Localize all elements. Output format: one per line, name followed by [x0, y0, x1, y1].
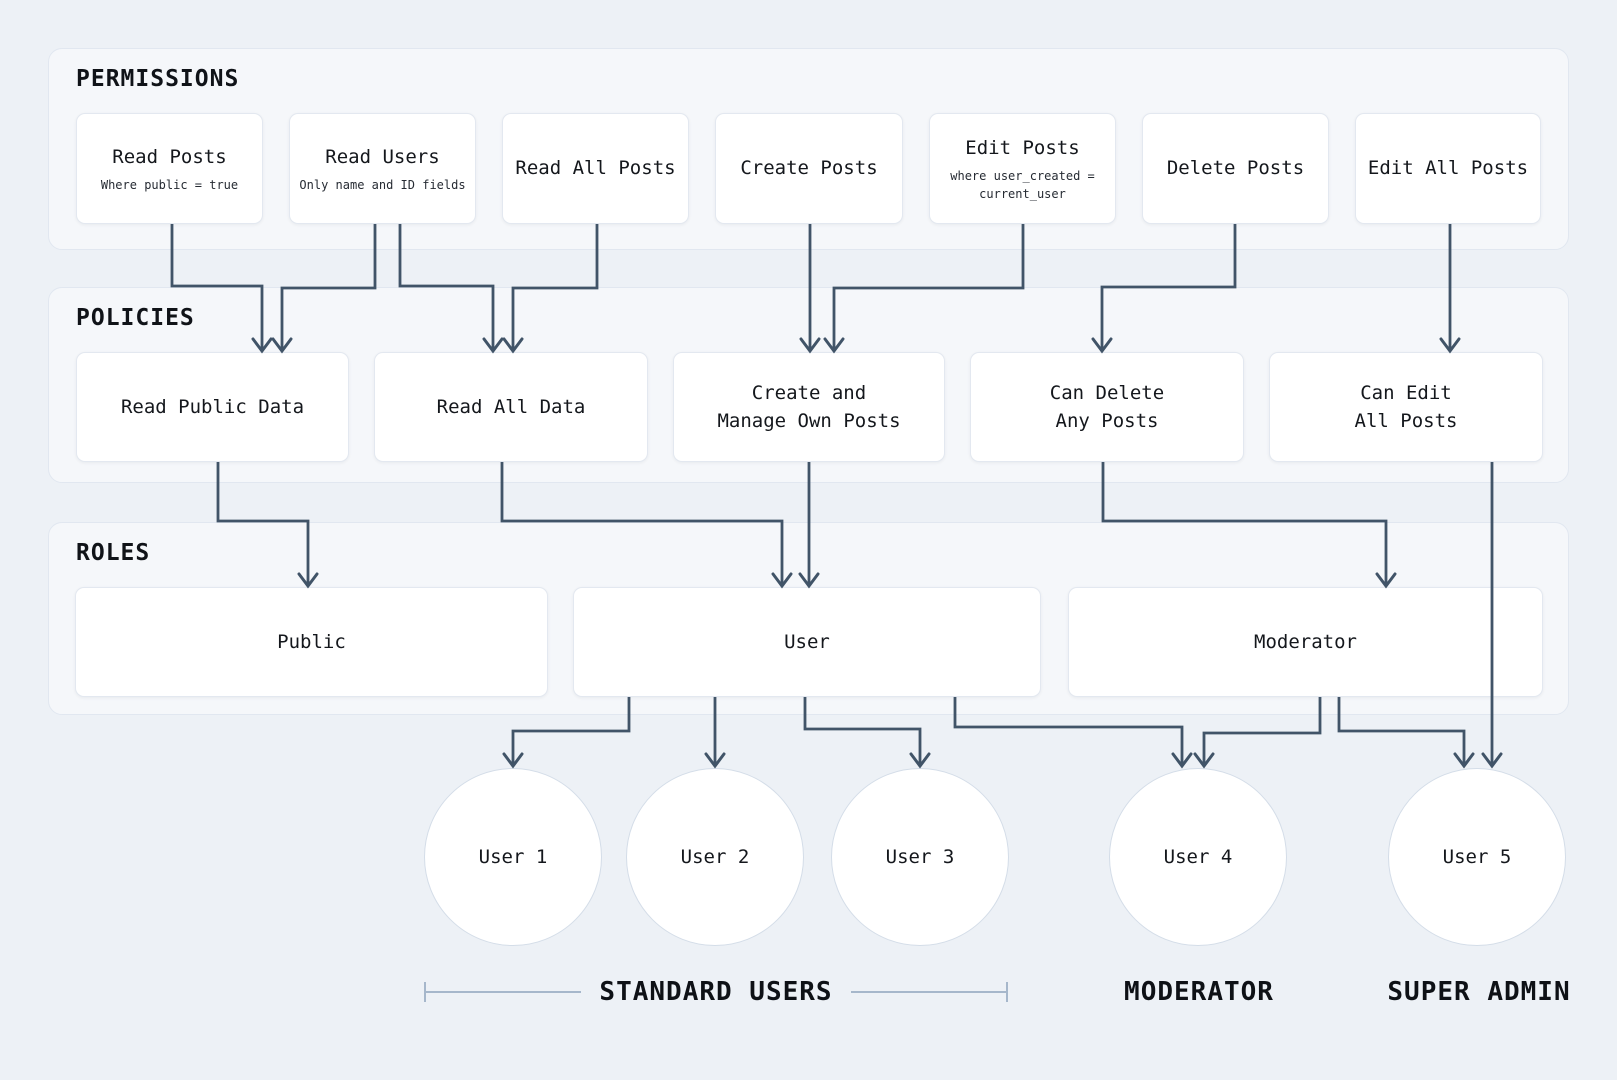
permission-condition: where user_created = current_user — [950, 169, 1095, 201]
permission-box-delete-posts: Delete Posts — [1142, 113, 1329, 224]
permission-condition: Only name and ID fields — [299, 178, 466, 193]
role-label: Public — [277, 630, 346, 653]
user-circle-3: User 3 — [831, 768, 1009, 946]
policy-label: Create and Manage Own Posts — [717, 381, 901, 433]
permission-box-read-posts: Read Posts Where public = true — [76, 113, 263, 224]
permission-box-edit-posts: Edit Posts where user_created = current_… — [929, 113, 1116, 224]
policy-box-read-all-data: Read All Data — [374, 352, 648, 462]
permission-box-edit-all-posts: Edit All Posts — [1355, 113, 1541, 224]
permission-label: Read All Posts — [515, 157, 676, 180]
role-box-user: User — [573, 587, 1041, 697]
policy-label: Read Public Data — [120, 395, 305, 418]
role-box-public: Public — [75, 587, 548, 697]
group-name: STANDARD USERS — [599, 977, 833, 1007]
permission-label: Edit Posts — [965, 136, 1080, 159]
permissions-section-title: PERMISSIONS — [76, 66, 240, 92]
policy-box-create-and-manage-own-posts: Create and Manage Own Posts — [673, 352, 945, 462]
group-label-moderator: MODERATOR — [1124, 977, 1274, 1007]
permission-label: Read Users — [325, 145, 440, 168]
policy-label: Can Delete Any Posts — [1049, 381, 1165, 433]
policy-box-can-edit-all-posts: Can Edit All Posts — [1269, 352, 1543, 462]
permission-label: Create Posts — [740, 157, 878, 180]
policy-label: Read All Data — [436, 395, 586, 418]
bracket-tick-right — [1006, 982, 1008, 1002]
permission-label: Edit All Posts — [1367, 157, 1529, 180]
bracket-tick-left — [424, 982, 426, 1002]
policies-section-title: POLICIES — [76, 305, 195, 331]
role-label: Moderator — [1254, 630, 1357, 653]
user-name: User 5 — [1442, 846, 1512, 868]
group-label-super-admin: SUPER ADMIN — [1387, 977, 1571, 1007]
permission-label: Delete Posts — [1166, 157, 1305, 180]
permission-condition: Where public = true — [100, 178, 239, 193]
permission-label: Read Posts — [112, 145, 227, 168]
user-circle-4: User 4 — [1109, 768, 1287, 946]
role-label: User — [784, 630, 830, 653]
roles-section-title: ROLES — [76, 540, 151, 566]
policy-box-can-delete-any-posts: Can Delete Any Posts — [970, 352, 1244, 462]
permission-box-read-all-posts: Read All Posts — [502, 113, 689, 224]
user-circle-2: User 2 — [626, 768, 804, 946]
bracket-rule-right — [850, 991, 1006, 993]
user-name: User 4 — [1163, 846, 1233, 868]
user-name: User 3 — [885, 846, 955, 868]
permission-box-read-users: Read Users Only name and ID fields — [289, 113, 476, 224]
user-circle-5: User 5 — [1388, 768, 1566, 946]
permission-box-create-posts: Create Posts — [715, 113, 903, 224]
role-box-moderator: Moderator — [1068, 587, 1543, 697]
group-label-standard-users: STANDARD USERS — [424, 977, 1008, 1007]
user-circle-1: User 1 — [424, 768, 602, 946]
user-name: User 1 — [478, 846, 548, 868]
policy-box-read-public-data: Read Public Data — [76, 352, 349, 462]
bracket-rule-left — [426, 991, 582, 993]
user-name: User 2 — [680, 846, 750, 868]
policy-label: Can Edit All Posts — [1354, 381, 1458, 433]
